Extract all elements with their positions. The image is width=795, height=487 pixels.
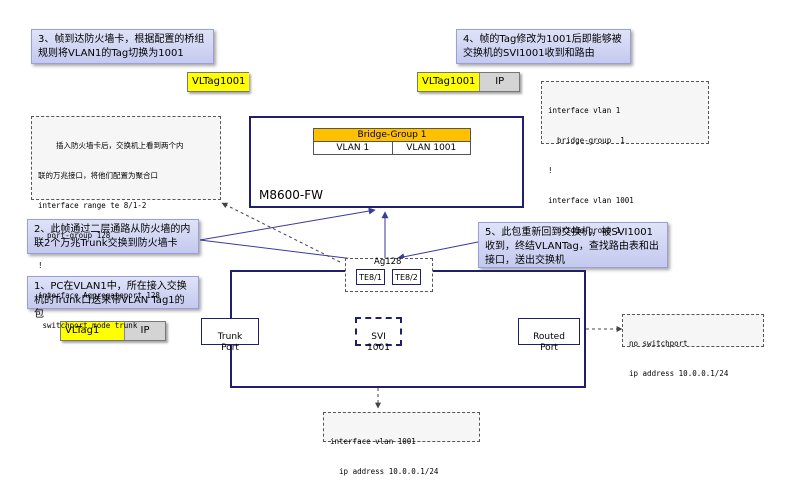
vlan-tag-label: VLTag1001	[418, 73, 480, 91]
svi-1001[interactable]: SVI 1001	[355, 317, 402, 353]
trunk-port-label: Trunk Port	[217, 332, 243, 353]
dashed-ag128-to-code-left	[221, 202, 341, 263]
step5-text: 5、此包重新回到交换机，被SVI1001收到，终结VLANTag，查找路由表和出…	[485, 227, 659, 266]
vlan-cell: VLAN 1001	[392, 141, 471, 155]
ip-payload-label: IP	[479, 73, 519, 91]
tag-box-bottom-left: VLTag1 IP	[60, 321, 166, 341]
config-line: bridge-group 1	[548, 226, 621, 235]
config-line: !	[38, 261, 43, 270]
arrow-note5-to-ag128	[397, 239, 489, 261]
config-box-right: no switchport ip address 10.0.0.1/24	[622, 314, 764, 378]
arrow-note2-to-firewall	[199, 207, 376, 241]
tag-box-top-right: VLTag1001 IP	[417, 72, 520, 92]
step1-text: 1、PC在VLAN1中，所在接入交换机的Trunk口送来带VLAN Tag1的包	[34, 281, 187, 320]
config-line: !	[548, 166, 553, 175]
vlan-tag-label: VLTag1001	[188, 73, 250, 91]
ip-payload-label: IP	[124, 322, 165, 340]
config-line: interface Aggregateport 128	[38, 291, 160, 300]
config-box-top-right: interface vlan 1 bridge-group 1 ! interf…	[541, 81, 709, 235]
config-line: bridge-group 1	[548, 136, 625, 145]
step3-note: 3、帧到达防火墙卡，根据配置的桥组规则将VLAN1的Tag切换为1001	[31, 29, 214, 64]
config-line: interface vlan 1001	[330, 437, 416, 446]
config-line: 联的万兆接口，将他们配置为聚合口	[38, 171, 158, 180]
config-line: switchport mode trunk	[38, 321, 138, 330]
config-line: interface vlan 1001	[548, 196, 634, 205]
step5-note: 5、此包重新回到交换机，被SVI1001收到，终结VLANTag，查找路由表和出…	[478, 222, 668, 268]
trunk-port[interactable]: Trunk Port	[201, 318, 259, 353]
step4-note: 4、帧的Tag修改为1001后即能够被交换机的SVI1001收到和路由	[456, 29, 631, 64]
port-label: TE8/1	[359, 273, 382, 282]
config-line: interface vlan 1	[548, 106, 621, 115]
step4-text: 4、帧的Tag修改为1001后即能够被交换机的SVI1001收到和路由	[463, 34, 622, 59]
config-line: interface range te 8/1-2	[38, 201, 147, 210]
step1-note: 1、PC在VLAN1中，所在接入交换机的Trunk口送来带VLAN Tag1的包	[27, 276, 199, 320]
firewall-name: M8600-FW	[259, 188, 323, 202]
config-box-left: 插入防火墙卡后，交换机上看到两个内 联的万兆接口，将他们配置为聚合口 inter…	[31, 116, 221, 330]
vlan-tag-label: VLTag1	[61, 322, 124, 340]
bridge-group-label: Bridge-Group 1	[357, 130, 427, 140]
routed-port[interactable]: Routed Port	[518, 318, 580, 353]
config-line: port-group 128	[38, 231, 111, 240]
firewall-card: Bridge-Group 1 VLAN 1 VLAN 1001 M8600-FW	[249, 116, 524, 208]
step2-text: 2、此帧通过二层通路从防火墙的内联2个万兆Trunk交换到防火墙卡	[34, 224, 191, 249]
port-te8-1[interactable]: TE8/1	[356, 269, 385, 285]
config-line: ip address 10.0.0.1/24	[629, 369, 729, 378]
step2-note: 2、此帧通过二层通路从防火墙的内联2个万兆Trunk交换到防火墙卡	[27, 219, 199, 254]
vlan-cell: VLAN 1	[313, 141, 393, 155]
routed-port-label: Routed Port	[533, 332, 565, 353]
step3-text: 3、帧到达防火墙卡，根据配置的桥组规则将VLAN1的Tag切换为1001	[38, 34, 205, 59]
aggregate-port-label: Ag128	[374, 257, 402, 267]
aggregate-port-group: Ag128 TE8/1 TE8/2	[345, 257, 433, 292]
config-line: 插入防火墙卡后，交换机上看到两个内	[38, 141, 184, 150]
config-line: no switchport	[629, 339, 688, 348]
tag-box-top-left: VLTag1001	[187, 72, 250, 92]
svi-label: SVI 1001	[367, 332, 390, 353]
vlan-row: VLAN 1 VLAN 1001	[313, 141, 471, 155]
config-box-bottom: interface vlan 1001 ip address 10.0.0.1/…	[323, 412, 480, 476]
bridge-group-header: Bridge-Group 1	[313, 128, 471, 142]
port-label: TE8/2	[395, 273, 418, 282]
port-te8-2[interactable]: TE8/2	[392, 269, 421, 285]
